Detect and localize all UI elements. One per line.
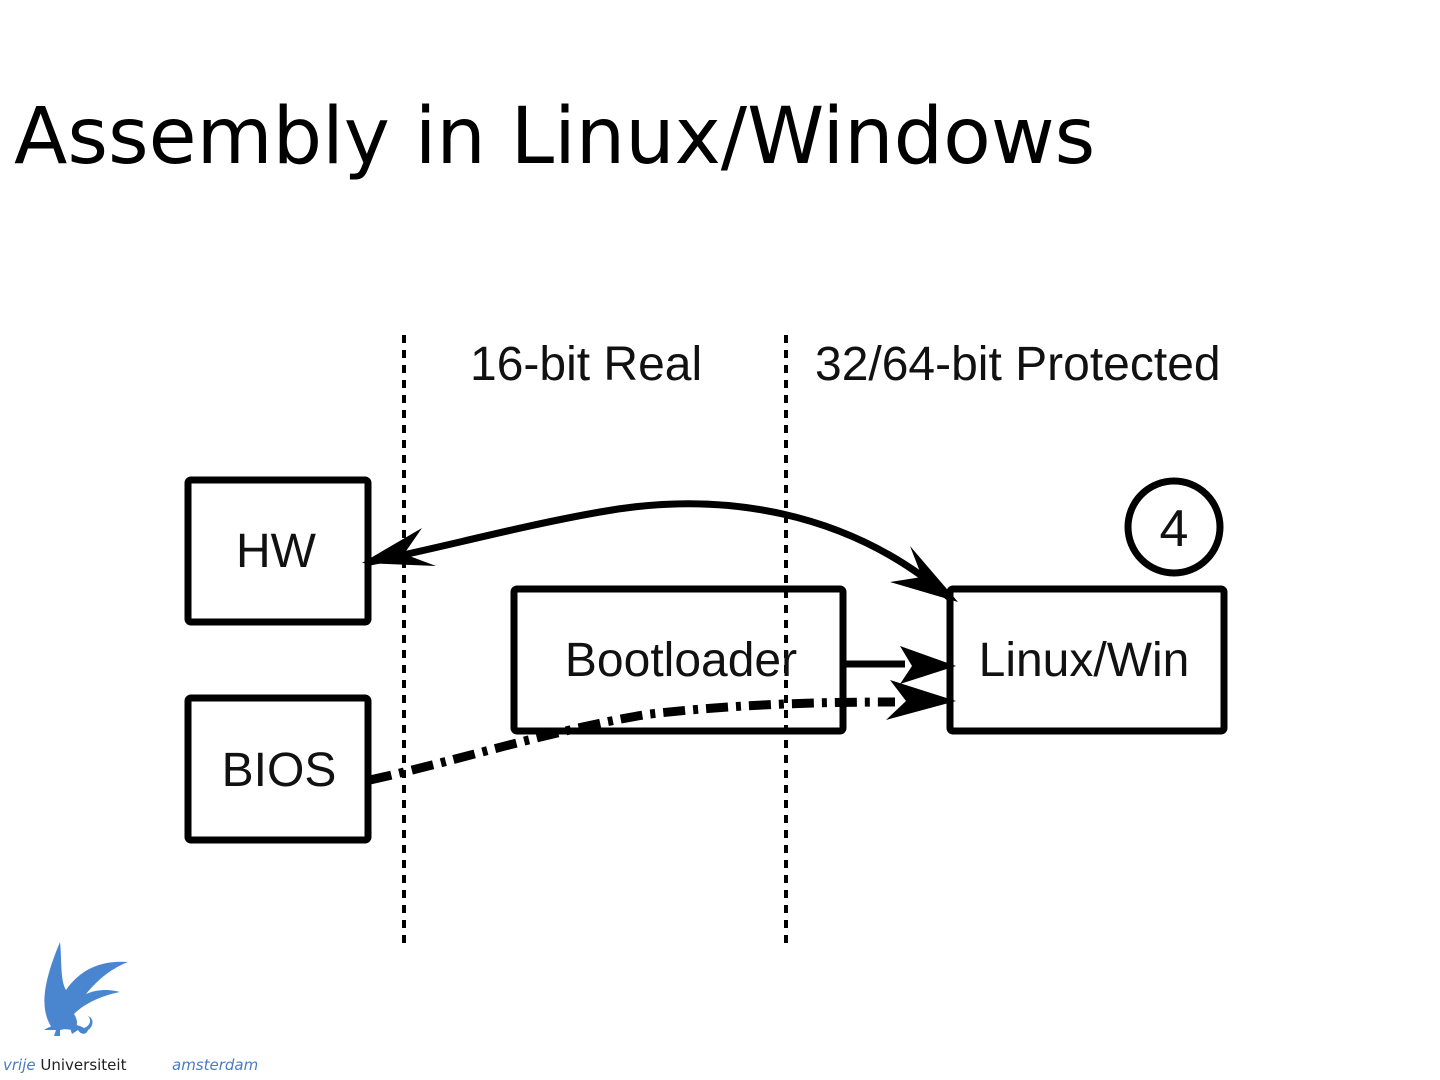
box-hw-label: HW	[236, 525, 317, 578]
vu-logo-icon	[44, 942, 128, 1036]
arrowhead-bios-os	[886, 680, 956, 720]
zone-label-protected: 32/64-bit Protected	[815, 338, 1221, 391]
box-bios: BIOS	[184, 694, 372, 844]
box-bios-label: BIOS	[222, 744, 337, 797]
step-badge-number: 4	[1160, 500, 1189, 558]
edge-bios-os	[369, 697, 896, 785]
arrowhead-bootloader-os	[900, 646, 956, 684]
box-bootloader: Bootloader	[510, 585, 847, 735]
brand-universiteit: Universiteit	[40, 1056, 127, 1074]
arrowhead-hw	[362, 528, 436, 566]
box-os-label: Linux/Win	[979, 634, 1190, 687]
brand-amsterdam: amsterdam	[172, 1056, 259, 1074]
step-badge: 4	[1124, 477, 1224, 577]
zone-label-real: 16-bit Real	[470, 338, 702, 391]
arrowhead-os	[890, 546, 958, 602]
edge-os-hw	[369, 500, 955, 603]
slide-title: Assembly in Linux/Windows	[14, 92, 1096, 182]
box-hw: HW	[184, 476, 372, 626]
brand-vrije: vrije	[3, 1056, 36, 1074]
box-os: Linux/Win	[946, 585, 1228, 735]
footer-brand: vrije Universiteit	[3, 1056, 126, 1074]
box-bootloader-label: Bootloader	[565, 634, 797, 687]
